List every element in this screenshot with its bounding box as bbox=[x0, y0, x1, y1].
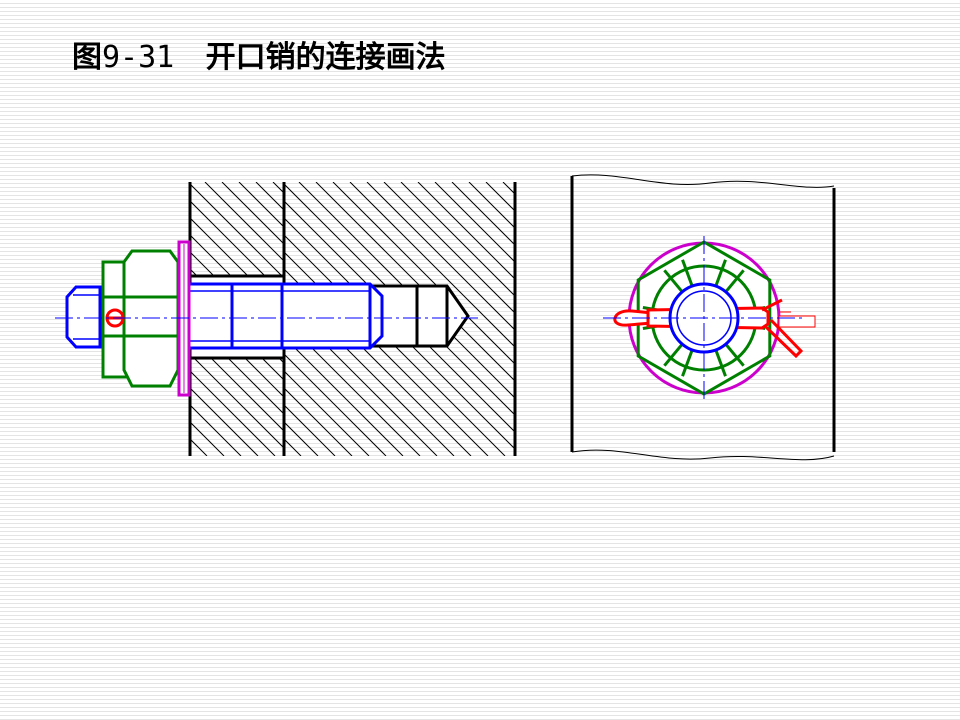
hatch-line-right bbox=[366, 182, 515, 331]
nut-slot-line bbox=[663, 269, 684, 293]
hatch-line-right bbox=[349, 182, 515, 348]
hatch-line-left bbox=[190, 200, 283, 295]
figure-number: 9-31 bbox=[102, 40, 175, 75]
hatch-line-right bbox=[400, 182, 515, 297]
hatch-line-right bbox=[434, 182, 515, 263]
hatch-line-right bbox=[284, 370, 370, 456]
hatch-line-right bbox=[284, 319, 421, 456]
end-view-plate bbox=[570, 176, 836, 452]
hatch-line-left bbox=[190, 183, 283, 278]
hatch-line-left bbox=[190, 336, 283, 431]
end-view-centerlines bbox=[603, 236, 806, 400]
hatch-line-right bbox=[284, 353, 387, 456]
hatch-line-right bbox=[383, 182, 515, 314]
bolt-end-left bbox=[65, 285, 102, 349]
nut-slot-line bbox=[724, 269, 745, 293]
hatch-line-left bbox=[190, 387, 259, 456]
cotter-pin-leg-up bbox=[761, 298, 783, 312]
hole-cutout-tip bbox=[417, 286, 468, 346]
hatch-line-left bbox=[221, 182, 283, 244]
hatch-line-left bbox=[190, 217, 283, 312]
hatch-line-right bbox=[284, 404, 336, 456]
hatch-line-left bbox=[190, 319, 283, 414]
bolt-shank bbox=[186, 282, 384, 350]
hatch-line-left bbox=[190, 404, 242, 456]
bolt-thread-lines bbox=[73, 290, 370, 342]
cotter-pin-tail bbox=[778, 315, 816, 328]
title-text: 开口销的连接画法 bbox=[205, 40, 446, 75]
hatch-line-left bbox=[190, 353, 283, 448]
hatch-line-left bbox=[190, 370, 276, 456]
nut-slot-line bbox=[681, 349, 694, 377]
nut-slot-line bbox=[724, 343, 745, 367]
nut-slot-line bbox=[681, 259, 694, 287]
cotter-pin-leg-down bbox=[763, 318, 804, 359]
section-view bbox=[55, 182, 517, 456]
hatch-line-right bbox=[451, 182, 515, 246]
nut-slot-line bbox=[714, 349, 727, 377]
hatch-line-left bbox=[204, 182, 283, 261]
end-view-break-lines bbox=[571, 174, 835, 461]
nut-slot-line bbox=[714, 259, 727, 287]
hatch-line-right bbox=[332, 182, 515, 365]
hatch-line-right bbox=[417, 182, 515, 280]
end-view bbox=[570, 174, 836, 461]
title-prefix: 图 bbox=[72, 40, 102, 75]
slide-title: 图9-31 开口销的连接画法 bbox=[72, 36, 446, 80]
hatch-line-right bbox=[284, 387, 353, 456]
nut-slot-line bbox=[663, 343, 684, 367]
hatch-line-right bbox=[284, 336, 404, 456]
